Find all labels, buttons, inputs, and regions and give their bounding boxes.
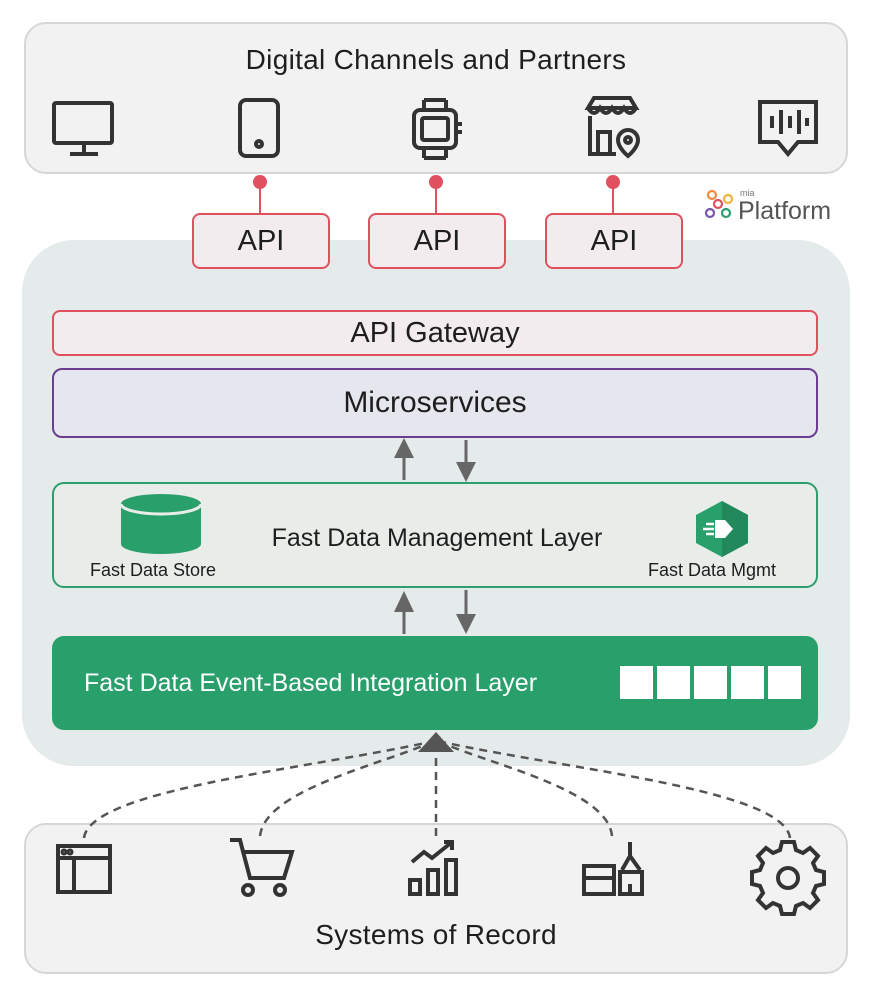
- records-title: Systems of Record: [315, 919, 557, 950]
- mia-brand-small: mia: [740, 188, 755, 198]
- fast-data-management-title: Fast Data Management Layer: [271, 524, 603, 552]
- monitor-icon: [52, 101, 114, 156]
- smartphone-icon: [238, 98, 280, 158]
- smartwatch-icon: [412, 98, 462, 160]
- warehouse-icon: [582, 842, 644, 896]
- fast-data-mgmt-label: Fast Data Mgmt: [648, 560, 777, 580]
- systems-of-record-panel: Systems of Record: [24, 823, 848, 974]
- event-layer-title: Fast Data Event-Based Integration Layer: [84, 669, 538, 697]
- analytics-chart-icon: [408, 840, 458, 896]
- microservices-bar: Microservices: [52, 368, 818, 438]
- api-box-1: API: [192, 213, 330, 269]
- api-box-2: API: [368, 213, 506, 269]
- fast-data-event-integration-layer: Fast Data Event-Based Integration Layer: [52, 636, 818, 730]
- fast-data-management-layer: Fast Data Management Layer Fast Data Sto…: [52, 482, 818, 588]
- mia-brand-name: Platform: [738, 197, 832, 225]
- gear-icon: [750, 840, 826, 916]
- database-icon: [120, 494, 202, 554]
- layer-arrows: [394, 438, 476, 634]
- api-gateway-bar: API Gateway: [52, 310, 818, 356]
- event-queue-slot: [768, 666, 801, 699]
- fast-data-store-label: Fast Data Store: [90, 560, 217, 580]
- fast-data-mgmt-icon: [696, 501, 748, 557]
- api-box-3: API: [545, 213, 683, 269]
- event-queue-slot: [620, 666, 653, 699]
- store-location-icon: [584, 96, 641, 159]
- dashed-event-connectors: [82, 740, 792, 839]
- browser-window-icon: [56, 844, 112, 894]
- mia-logo-mark-icon: [704, 189, 734, 219]
- shopping-cart-icon: [230, 838, 295, 897]
- event-queue-slot: [731, 666, 764, 699]
- chat-voice-icon: [758, 100, 818, 158]
- mia-platform-logo: mia Platform: [704, 187, 854, 227]
- channels-title: Digital Channels and Partners: [245, 44, 627, 75]
- api-connectors: [253, 175, 620, 213]
- event-queue-slot: [694, 666, 727, 699]
- event-queue-slot: [657, 666, 690, 699]
- converging-arrowhead: [418, 732, 454, 752]
